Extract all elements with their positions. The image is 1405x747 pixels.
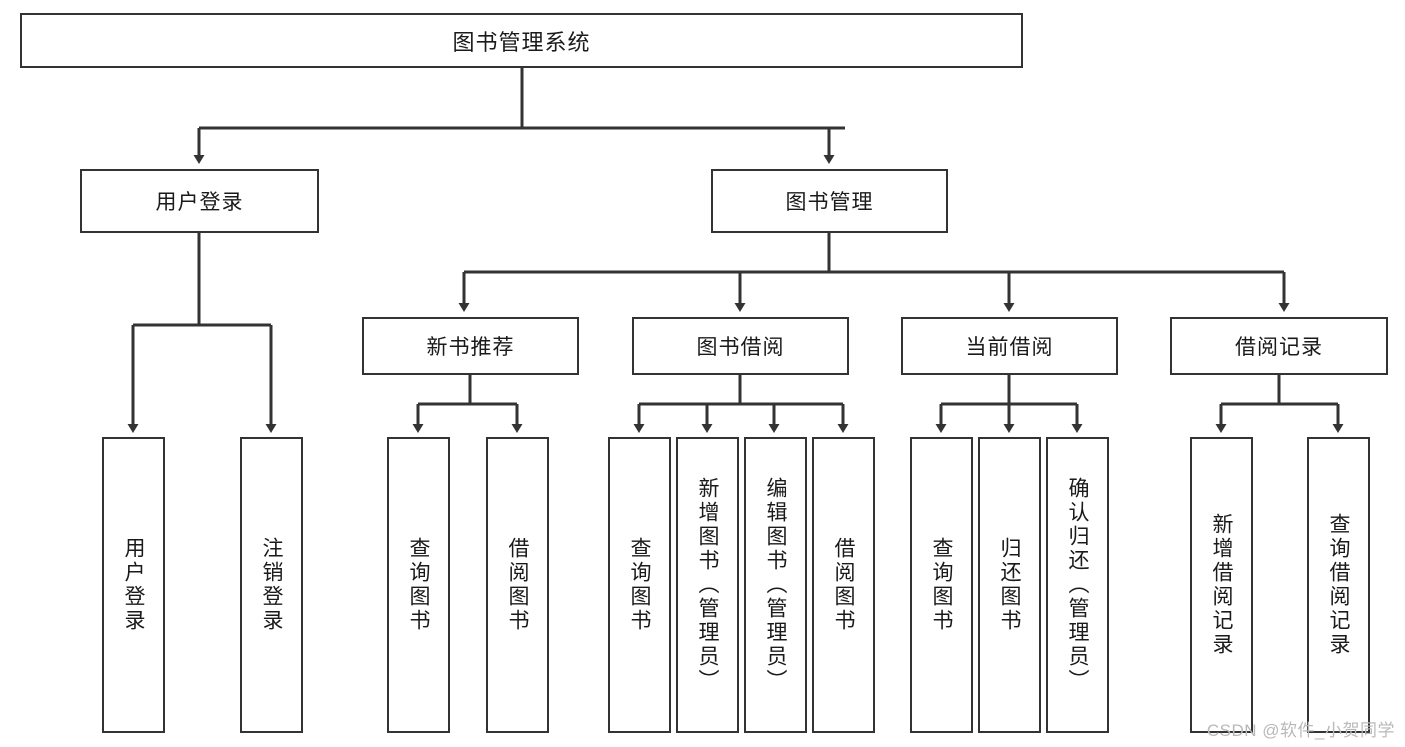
leaf-new-book-borrow-book[interactable]: 借阅图书 [486, 437, 549, 733]
node-current-borrow[interactable]: 当前借阅 [901, 317, 1118, 375]
node-new-book-recommend[interactable]: 新书推荐 [362, 317, 579, 375]
node-user-login[interactable]: 用户登录 [80, 169, 319, 233]
leaf-borrow-record-query-record[interactable]: 查询借阅记录 [1307, 437, 1370, 733]
node-book-borrow[interactable]: 图书借阅 [632, 317, 849, 375]
leaf-current-borrow-return-book[interactable]: 归还图书 [978, 437, 1041, 733]
node-label: 新增借阅记录 [1210, 513, 1233, 657]
node-label: 编辑图书（管理员） [764, 477, 787, 693]
leaf-book-borrow-query-book[interactable]: 查询图书 [608, 437, 671, 733]
leaf-borrow-record-add-record[interactable]: 新增借阅记录 [1190, 437, 1253, 733]
node-label: 注销登录 [260, 537, 283, 633]
node-label: 借阅图书 [506, 537, 529, 633]
csdn-watermark: CSDN @软件_小贺同学 [1206, 721, 1395, 740]
node-label: 当前借阅 [965, 336, 1054, 359]
node-label: 用户登录 [122, 537, 145, 633]
node-label: 查询图书 [628, 537, 651, 633]
node-label: 确认归还（管理员） [1066, 477, 1089, 693]
leaf-book-borrow-borrow-book[interactable]: 借阅图书 [812, 437, 875, 733]
leaf-book-borrow-add-book-admin[interactable]: 新增图书（管理员） [676, 437, 739, 733]
leaf-current-borrow-confirm-return-admin[interactable]: 确认归还（管理员） [1046, 437, 1109, 733]
node-root-book-management-system[interactable]: 图书管理系统 [20, 13, 1023, 68]
node-label: 新增图书（管理员） [696, 477, 719, 693]
node-label: 查询图书 [407, 537, 430, 633]
leaf-user-login-login[interactable]: 用户登录 [102, 437, 165, 733]
node-label: 查询借阅记录 [1327, 513, 1350, 657]
node-label: 归还图书 [998, 537, 1021, 633]
node-label: 图书管理系统 [452, 29, 591, 55]
node-label: 图书管理 [785, 191, 874, 214]
leaf-current-borrow-query-book[interactable]: 查询图书 [910, 437, 973, 733]
leaf-book-borrow-edit-book-admin[interactable]: 编辑图书（管理员） [744, 437, 807, 733]
node-book-management[interactable]: 图书管理 [711, 169, 948, 233]
node-label: 借阅记录 [1235, 336, 1323, 359]
node-label: 借阅图书 [832, 537, 855, 633]
node-label: 图书借阅 [696, 336, 785, 359]
leaf-user-login-logout[interactable]: 注销登录 [240, 437, 303, 733]
leaf-new-book-query-book[interactable]: 查询图书 [387, 437, 450, 733]
node-label: 查询图书 [930, 537, 953, 633]
node-label: 新书推荐 [426, 336, 515, 359]
node-label: 用户登录 [155, 191, 244, 214]
node-borrow-record[interactable]: 借阅记录 [1170, 317, 1388, 375]
